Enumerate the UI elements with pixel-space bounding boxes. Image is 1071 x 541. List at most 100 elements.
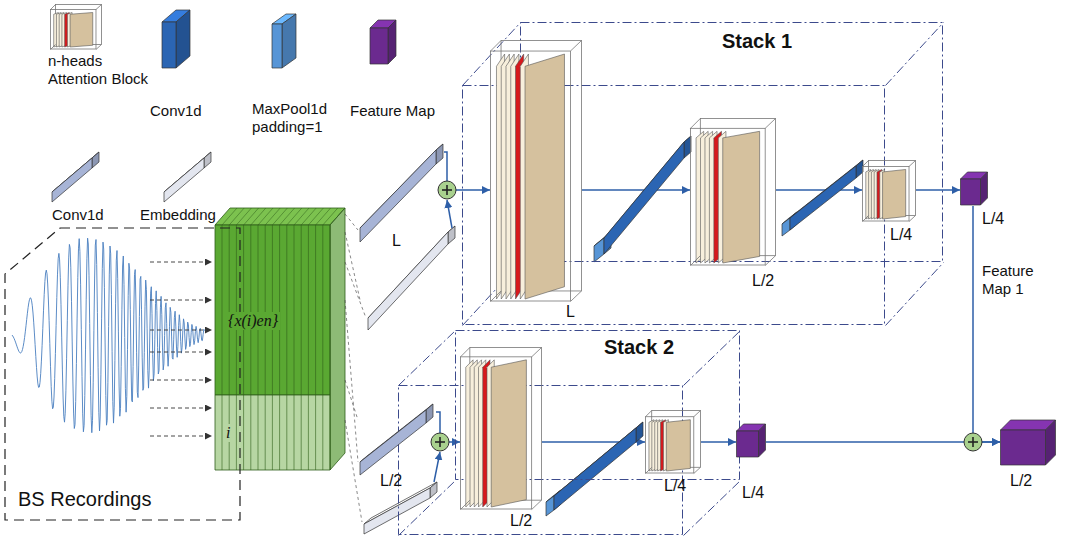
panel-outline — [5, 228, 240, 520]
dimension-label: L/4 — [890, 226, 912, 244]
frame-line — [491, 291, 502, 302]
shape-face — [360, 410, 426, 475]
embedding-link — [447, 200, 452, 228]
stack-frame: Stack 1LL/2L/4 — [462, 22, 945, 326]
matrix-column — [280, 208, 295, 225]
shape-face — [370, 28, 388, 64]
matrix-column — [265, 225, 266, 470]
frame-line — [51, 5, 56, 10]
matrix-column — [308, 208, 323, 225]
conv1d-input: L — [356, 138, 444, 244]
frame-line — [863, 161, 869, 167]
attention-block-shape — [490, 40, 582, 302]
frame-line — [646, 411, 652, 417]
shape-face — [52, 158, 92, 202]
sample-arrow — [150, 262, 212, 263]
attention-block-shape — [645, 410, 701, 474]
shape-face — [360, 150, 436, 242]
matrix-column — [323, 208, 338, 225]
sample-arrow — [150, 300, 212, 301]
flow-arrow — [916, 189, 960, 191]
shape-face — [1001, 430, 1046, 465]
shape-face — [604, 142, 684, 254]
sum-node — [431, 433, 449, 451]
feature-map: L/4 — [960, 172, 988, 206]
embedding-bar — [368, 226, 455, 330]
sample-arrow — [150, 380, 212, 381]
shape-face — [215, 208, 345, 225]
attention-block: L/2 — [690, 118, 776, 266]
shape-face — [856, 160, 863, 178]
dimension-label: L — [392, 232, 401, 250]
feature-map-shape — [736, 424, 766, 458]
stack-outline — [399, 386, 683, 535]
signal-waveform — [12, 238, 205, 433]
legend-text: Feature Map — [350, 102, 435, 120]
dimension-label: L/2 — [510, 512, 532, 530]
matrix-column — [243, 225, 244, 470]
shape-face — [525, 54, 564, 299]
shape-face — [272, 24, 282, 68]
projection-line — [345, 262, 366, 318]
shape-face — [737, 431, 759, 457]
recording-panel-shape — [4, 226, 248, 522]
shape-face — [388, 20, 396, 64]
matrix-column — [330, 225, 331, 470]
matrix-column — [222, 208, 237, 225]
shape-face — [594, 238, 604, 262]
frame-line — [96, 44, 102, 49]
matrix-column — [236, 225, 237, 470]
projection-line — [345, 300, 358, 462]
matrix-column — [272, 208, 287, 225]
shape-face — [436, 144, 443, 164]
dimension-label: L/2 — [752, 272, 774, 290]
wire-frame — [461, 357, 532, 509]
frame-line — [909, 161, 915, 167]
shape-face — [546, 496, 554, 516]
wire-frame — [51, 10, 96, 49]
panel-title: BS Recordings — [18, 488, 151, 511]
shape-face — [204, 152, 211, 168]
frame-line — [765, 256, 775, 266]
shape-face — [883, 169, 906, 219]
shape-face — [782, 218, 790, 236]
stack-outline — [399, 481, 456, 536]
shape-face — [684, 136, 691, 158]
frame-line — [765, 119, 775, 129]
sample-arrow — [150, 436, 212, 437]
sum-node — [438, 181, 456, 199]
shape-face — [70, 13, 93, 47]
flow-arrow — [701, 441, 736, 443]
frame-line — [532, 500, 542, 509]
attention-block-shape — [862, 160, 916, 222]
frame-line — [646, 467, 652, 473]
shape-face — [176, 10, 190, 68]
frame-line — [461, 500, 470, 509]
shape-face — [330, 208, 345, 470]
matrix-column — [286, 225, 287, 470]
shape-face — [448, 226, 455, 244]
matrix-column — [272, 225, 273, 470]
shape-face — [364, 488, 430, 534]
legend-text: Conv1d — [52, 206, 104, 224]
matrix-column — [330, 208, 345, 225]
shape-face — [723, 131, 760, 263]
shape-face — [491, 360, 526, 507]
legend-swatch — [366, 18, 400, 68]
frame-line — [694, 467, 701, 473]
feature-map-shape — [960, 172, 988, 206]
frame-line — [909, 216, 915, 222]
matrix-column — [265, 208, 280, 225]
matrix-column — [301, 225, 302, 470]
dimension-label: L/4 — [664, 477, 686, 495]
frame-line — [532, 348, 542, 357]
frame-line — [691, 256, 701, 266]
matrix-column — [322, 225, 323, 470]
stack-outline — [399, 331, 456, 386]
matrix-column — [229, 225, 230, 470]
matrix-column — [294, 225, 295, 470]
legend-text: Conv1d — [150, 102, 202, 120]
stack-title: Stack 2 — [604, 336, 674, 359]
wire-frame — [691, 128, 766, 265]
